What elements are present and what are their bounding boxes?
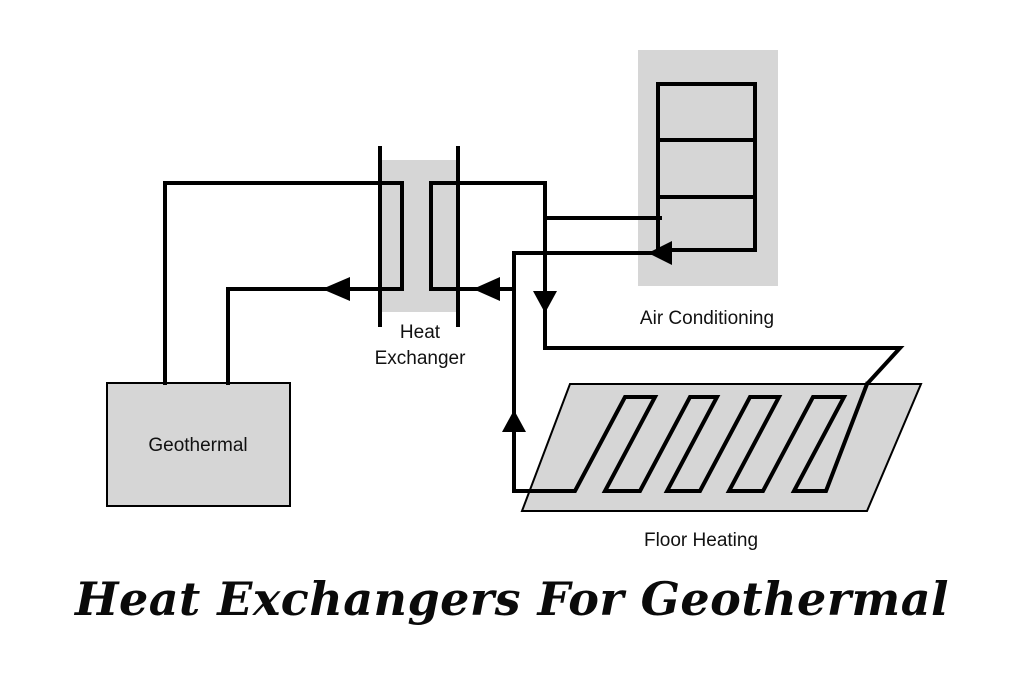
- floor-heating-coil: [512, 381, 870, 493]
- ac-coil: [656, 82, 757, 252]
- air-conditioning-label: Air Conditioning: [640, 308, 774, 329]
- geothermal-supply-pipe: [163, 181, 404, 385]
- flow-arrow-exchanger-inlet: [473, 277, 500, 301]
- heat-exchanger-panel: [380, 160, 458, 312]
- geothermal-label: Geothermal: [148, 435, 247, 456]
- flow-arrow-up: [502, 410, 526, 432]
- flow-arrow-geothermal-return: [322, 277, 350, 301]
- building-loop-pipe: [429, 181, 905, 387]
- floor-heating-label: Floor Heating: [644, 530, 758, 551]
- page-title: Heat Exchangers For Geothermal: [74, 572, 950, 626]
- heat-exchanger-label-line2: Exchanger: [375, 348, 467, 369]
- heat-exchanger-label-line1: Heat: [400, 322, 441, 343]
- flow-arrow-down: [533, 291, 557, 313]
- geothermal-box: [106, 382, 291, 507]
- flow-arrow-ac-return: [648, 241, 672, 265]
